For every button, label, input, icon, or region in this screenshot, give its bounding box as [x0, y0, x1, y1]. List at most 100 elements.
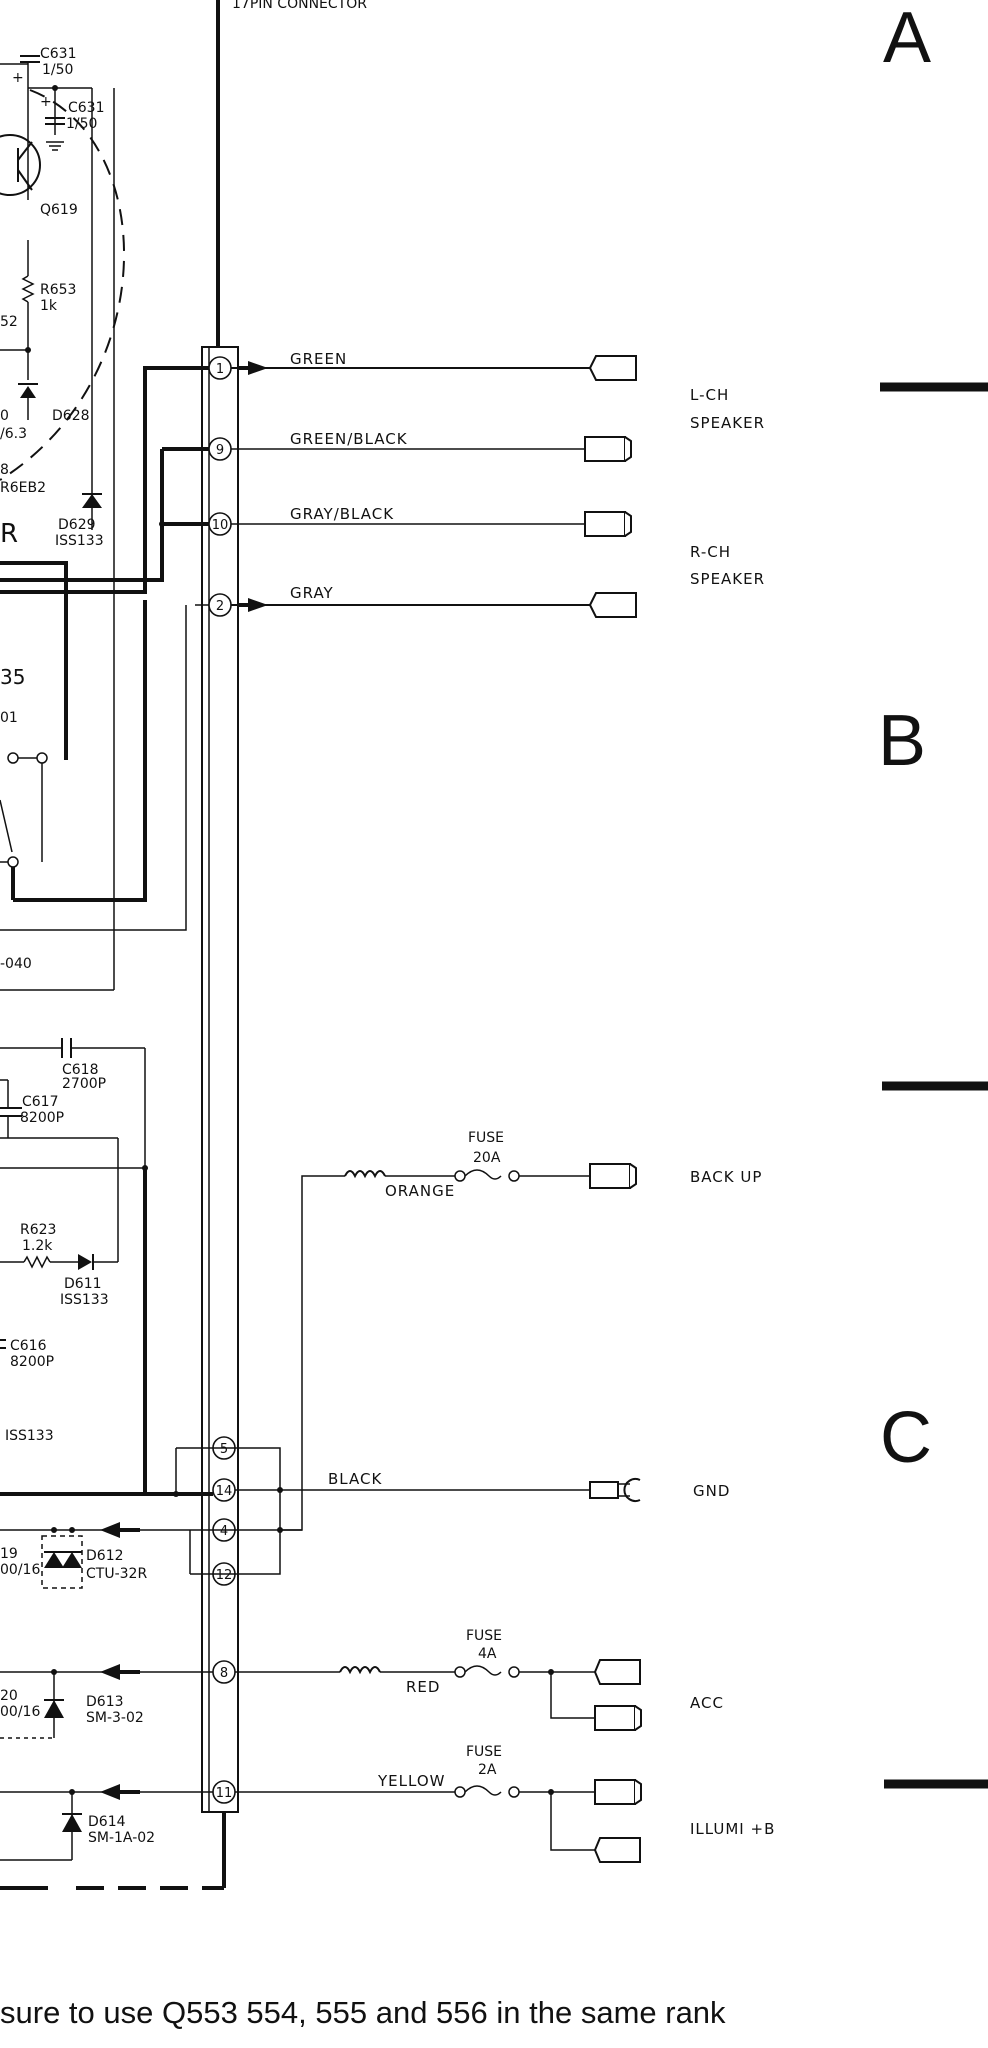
connector-pin-9: 9	[208, 437, 232, 461]
arrow-icon	[100, 1784, 120, 1800]
connector-pin-10: 10	[208, 512, 232, 536]
svg-text:D613: D613	[86, 1694, 124, 1710]
svg-text:8: 8	[0, 462, 9, 478]
label-lch-speaker: SPEAKER	[690, 414, 765, 432]
svg-text:5: 5	[220, 1442, 228, 1457]
wire-label-black: BLACK	[328, 1470, 382, 1488]
connector-pin-2: 2	[208, 593, 232, 617]
svg-text:2700P: 2700P	[62, 1076, 106, 1092]
wire-label-green-black: GREEN/BLACK	[290, 430, 408, 448]
svg-text:R6EB2: R6EB2	[0, 480, 46, 496]
ground-icon	[46, 141, 64, 151]
wire-label-yellow: YELLOW	[377, 1772, 445, 1790]
label-backup: BACK UP	[690, 1168, 762, 1186]
svg-text:1.2k: 1.2k	[22, 1238, 53, 1254]
jack-terminal-icon	[584, 511, 632, 537]
arrow-icon	[248, 361, 268, 375]
label-rch-speaker: SPEAKER	[690, 570, 765, 588]
section-letter-c: C	[880, 1398, 932, 1478]
svg-text:D611: D611	[64, 1276, 102, 1292]
jack-terminal-icon	[584, 436, 632, 462]
fuse-label: FUSE	[466, 1628, 502, 1644]
plug-terminal-icon	[593, 1837, 641, 1863]
svg-text:C617: C617	[22, 1094, 59, 1110]
section-letter-a: A	[883, 0, 931, 78]
ground-lug-icon	[589, 1478, 641, 1502]
fuse-label: FUSE	[468, 1130, 504, 1146]
svg-text:0: 0	[0, 408, 9, 424]
transistor-icon	[0, 134, 41, 196]
svg-text:1k: 1k	[40, 298, 58, 314]
svg-text:00/16: 00/16	[0, 1562, 40, 1578]
left-circuit-middle: C618 2700P C617 8200P R623 1.2k D611 ISS…	[0, 1038, 213, 1497]
plug-terminal-icon	[588, 592, 637, 618]
wire-label-gray-black: GRAY/BLACK	[290, 505, 394, 523]
connector-pin-11: 11	[212, 1780, 236, 1804]
wire-label-gray: GRAY	[290, 584, 334, 602]
wire-label-green: GREEN	[290, 350, 347, 368]
svg-text:10: 10	[212, 518, 229, 533]
svg-text:C631: C631	[68, 100, 105, 116]
label-c631: C631	[40, 46, 77, 62]
arrow-icon	[248, 598, 268, 612]
svg-text:14: 14	[216, 1484, 233, 1499]
fuse-icon	[464, 1169, 502, 1180]
svg-text:CTU-32R: CTU-32R	[86, 1566, 147, 1582]
label-rch: R-CH	[690, 543, 731, 561]
svg-text:2: 2	[216, 599, 224, 614]
fuse-icon	[464, 1665, 502, 1676]
svg-text:11: 11	[216, 1786, 233, 1801]
svg-text:35: 35	[0, 665, 25, 689]
svg-text:C618: C618	[62, 1062, 99, 1078]
svg-text:R: R	[0, 519, 18, 549]
fuse-value: 4A	[478, 1646, 497, 1662]
connector-pin-14: 14	[212, 1478, 236, 1502]
svg-text:20: 20	[0, 1688, 18, 1704]
svg-text:9: 9	[216, 443, 224, 458]
connector-block	[201, 346, 239, 1813]
svg-text:1: 1	[216, 362, 224, 377]
diode-icon	[78, 1254, 92, 1270]
footer-note: sure to use Q553 554, 555 and 556 in the…	[0, 1995, 726, 2030]
left-circuit: C631 1/50 + + C631 1/50 Q619 R653 1k 52 …	[0, 46, 209, 991]
svg-text:SM-1A-02: SM-1A-02	[88, 1830, 155, 1846]
svg-text:/6.3: /6.3	[0, 426, 27, 442]
fuse-value: 20A	[473, 1150, 501, 1166]
svg-text:00/16: 00/16	[0, 1704, 40, 1720]
svg-text:D629: D629	[58, 517, 96, 533]
svg-text:ISS133: ISS133	[55, 533, 104, 549]
svg-text:R653: R653	[40, 282, 76, 298]
svg-text:4: 4	[220, 1524, 228, 1539]
svg-text:12: 12	[216, 1568, 233, 1583]
svg-text:+: +	[40, 94, 52, 110]
fuse-icon	[464, 1785, 502, 1796]
svg-text:1/50: 1/50	[66, 116, 97, 132]
wire-label-orange: ORANGE	[385, 1182, 455, 1200]
svg-text:C616: C616	[10, 1338, 47, 1354]
inductor-icon	[344, 1170, 386, 1179]
svg-text:8: 8	[220, 1666, 228, 1681]
resistor-icon	[23, 1255, 51, 1269]
resistor-icon	[21, 275, 35, 303]
connector-title: 17PIN CONNECTOR	[232, 0, 367, 12]
svg-text:8200P: 8200P	[20, 1110, 64, 1126]
svg-text:-040: -040	[0, 956, 32, 972]
svg-text:ISS133: ISS133	[5, 1428, 54, 1444]
svg-text:D614: D614	[88, 1814, 126, 1830]
svg-text:8200P: 8200P	[10, 1354, 54, 1370]
svg-text:ISS133: ISS133	[60, 1292, 109, 1308]
svg-text:01: 01	[0, 710, 18, 726]
jack-terminal-icon	[589, 1163, 637, 1189]
svg-text:D612: D612	[86, 1548, 124, 1564]
label-q619: Q619	[40, 202, 78, 218]
wire-label-red: RED	[406, 1678, 440, 1696]
svg-text:1/50: 1/50	[42, 62, 73, 78]
plug-terminal-icon	[593, 1659, 641, 1685]
fuse-value: 2A	[478, 1762, 497, 1778]
label-lch: L-CH	[690, 386, 729, 404]
svg-text:SM-3-02: SM-3-02	[86, 1710, 144, 1726]
section-letter-b: B	[878, 701, 926, 781]
connector-pin-1: 1	[208, 356, 232, 380]
arrow-icon	[100, 1522, 120, 1538]
